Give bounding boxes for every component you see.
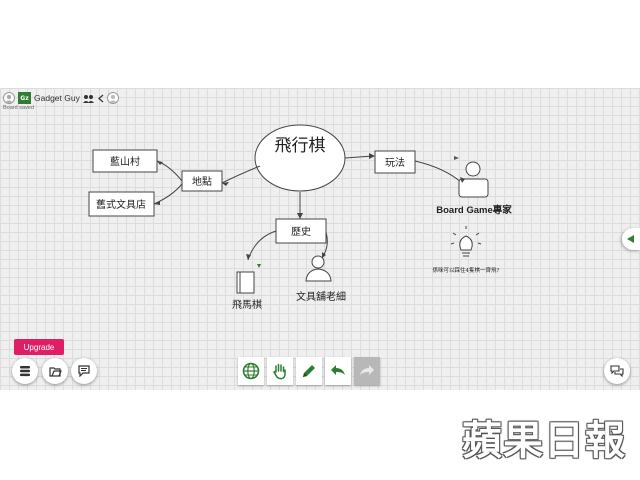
redo-icon bbox=[360, 365, 374, 375]
node-expert-label: Board Game專家 bbox=[436, 204, 512, 216]
drawing-toolbar bbox=[238, 357, 380, 385]
pen-tool[interactable] bbox=[296, 357, 322, 385]
comments-button[interactable] bbox=[71, 358, 97, 384]
arrowhead-shop bbox=[154, 201, 160, 205]
comment-icon bbox=[78, 365, 90, 377]
mindmap-canvas[interactable]: 飛行棋 地點 藍山村 舊式文具店 玩法 Board Game專家 係咪可以踩住4… bbox=[0, 88, 640, 390]
connector-center-places bbox=[221, 165, 261, 184]
cursor-marker-icon bbox=[454, 156, 459, 160]
layers-button[interactable] bbox=[12, 358, 38, 384]
arrowhead-owner bbox=[322, 252, 326, 258]
mindmap-board[interactable]: 飛行棋 地點 藍山村 舊式文具店 玩法 Board Game專家 係咪可以踩住4… bbox=[0, 88, 640, 390]
lightbulb-icon bbox=[450, 226, 482, 257]
node-flying-horse-label: 飛馬棋 bbox=[232, 298, 262, 311]
node-gameplay-label: 玩法 bbox=[385, 156, 405, 169]
open-folder-button[interactable] bbox=[42, 358, 68, 384]
side-panel-toggle[interactable] bbox=[622, 228, 640, 250]
arrowhead-history bbox=[297, 213, 303, 219]
connector-center-gameplay bbox=[344, 155, 374, 159]
undo-icon bbox=[331, 365, 345, 375]
connector-places-shop bbox=[153, 183, 183, 205]
arrowhead-horse bbox=[246, 254, 251, 260]
redo-button[interactable] bbox=[354, 357, 380, 385]
board-header: Gz Gadget Guy bbox=[3, 90, 119, 106]
node-shop-label: 舊式文具店 bbox=[96, 198, 146, 211]
node-places-label: 地點 bbox=[192, 175, 212, 188]
undo-button[interactable] bbox=[325, 357, 351, 385]
layers-icon bbox=[20, 366, 30, 377]
node-history-box[interactable] bbox=[275, 218, 327, 244]
pencil-icon bbox=[303, 365, 315, 377]
node-history-label: 歷史 bbox=[291, 226, 311, 238]
arrowhead-gameplay bbox=[369, 153, 375, 159]
center-node-shape[interactable] bbox=[254, 124, 346, 192]
node-shop-owner-label: 文具舖老細 bbox=[296, 290, 346, 303]
folder-icon bbox=[48, 366, 62, 377]
gadget-guy-logo: Gz bbox=[18, 92, 31, 104]
web-link-tool[interactable] bbox=[238, 357, 264, 385]
owner-avatar[interactable] bbox=[3, 92, 15, 104]
hand-icon bbox=[273, 363, 286, 380]
share-chevron-icon[interactable] bbox=[97, 94, 104, 103]
group-icon[interactable] bbox=[82, 94, 94, 103]
connector-gameplay-expert bbox=[414, 160, 463, 184]
shop-owner-person-icon bbox=[305, 255, 332, 282]
apple-daily-watermark: 蘋果日報 bbox=[462, 417, 626, 464]
node-places-box[interactable] bbox=[181, 170, 223, 192]
collaborator-avatar[interactable] bbox=[106, 92, 119, 104]
book-icon bbox=[236, 271, 255, 294]
chat-button[interactable] bbox=[604, 358, 630, 384]
upgrade-button[interactable]: Upgrade bbox=[14, 339, 64, 355]
arrowhead-village bbox=[157, 161, 163, 165]
pan-tool[interactable] bbox=[267, 357, 293, 385]
node-gameplay-box[interactable] bbox=[374, 150, 416, 174]
triangle-left-icon bbox=[627, 235, 634, 243]
person-icon bbox=[5, 94, 13, 103]
chat-bubbles-icon bbox=[610, 365, 624, 377]
arrowhead-expert bbox=[460, 177, 465, 183]
node-tip-label: 係咪可以踩住4隻棋一齊飛? bbox=[433, 266, 500, 274]
connector-history-horse bbox=[247, 230, 277, 261]
small-download-arrow-icon bbox=[257, 264, 261, 268]
board-owner-name[interactable]: Gadget Guy bbox=[34, 93, 80, 103]
globe-icon bbox=[242, 362, 260, 380]
expert-person-icon bbox=[458, 161, 489, 198]
person-icon bbox=[108, 94, 117, 103]
center-node-label: 飛行棋 bbox=[275, 136, 326, 156]
node-village-label: 藍山村 bbox=[110, 155, 140, 168]
save-status: Board saved bbox=[3, 105, 34, 111]
arrowhead-places bbox=[222, 182, 229, 186]
